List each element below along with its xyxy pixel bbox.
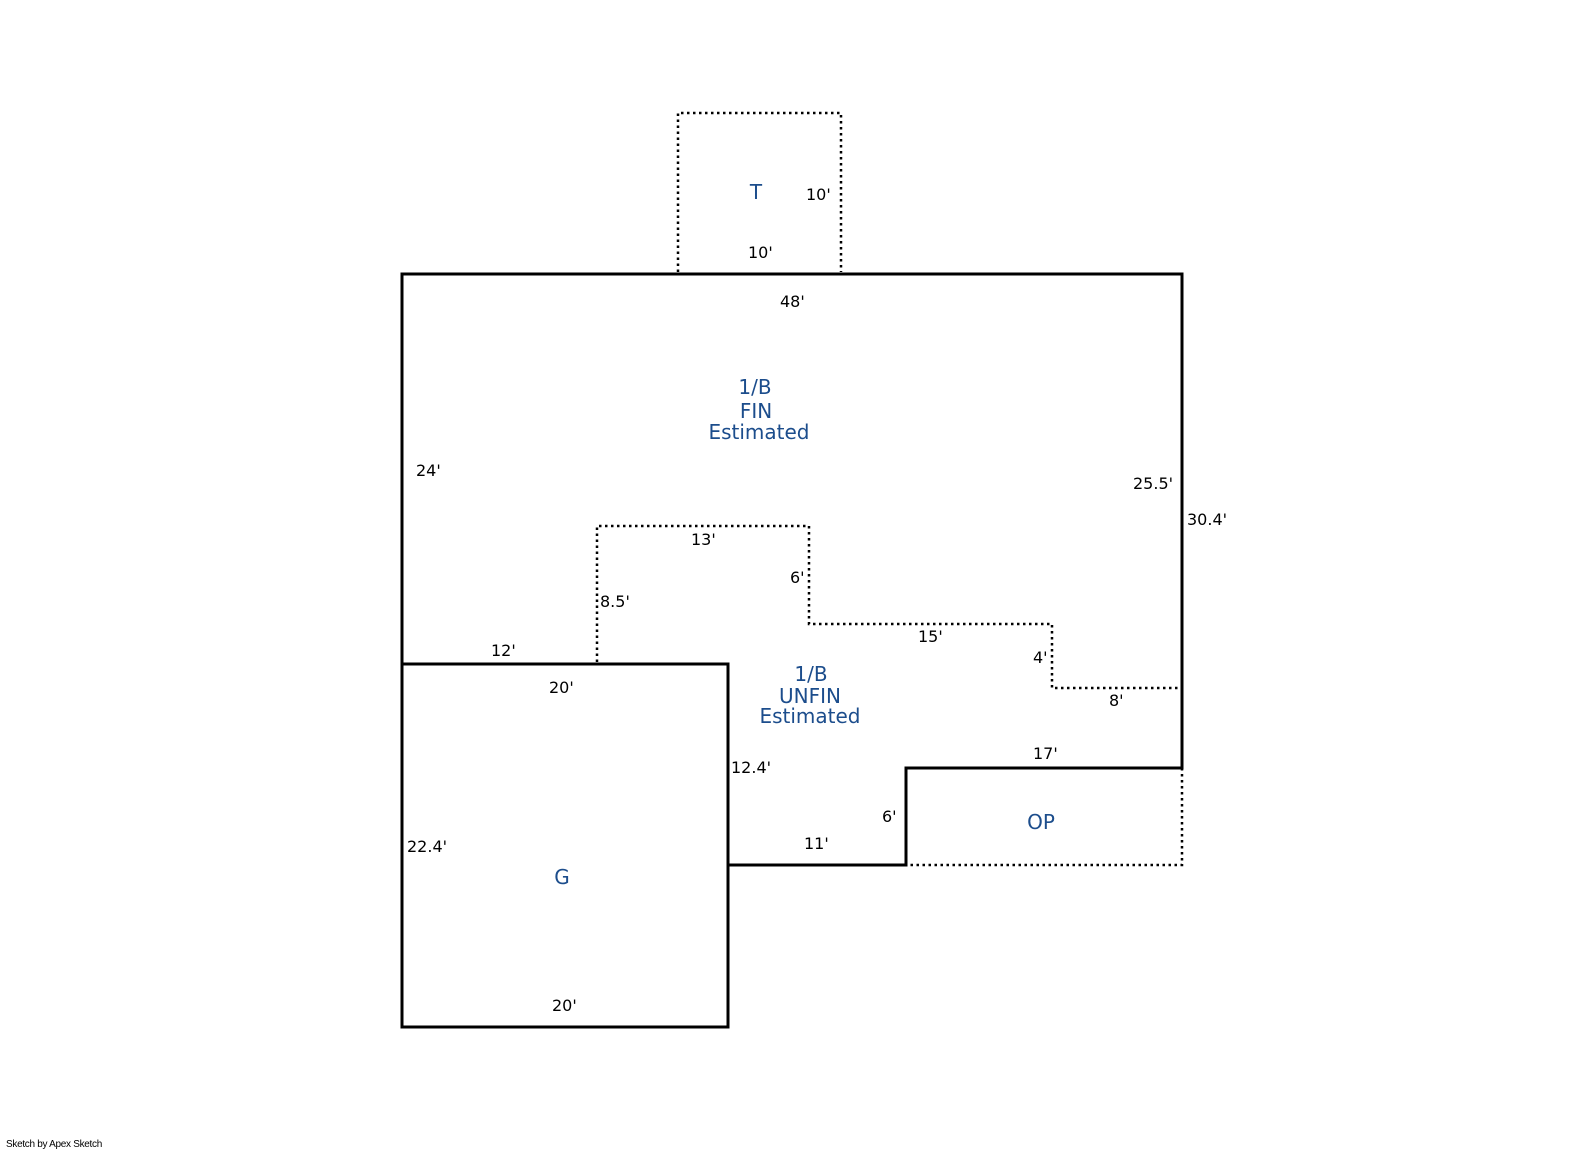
fin-label-line3: Estimated	[708, 420, 809, 444]
dim-t-bottom: 10'	[748, 243, 773, 262]
garage-outline	[400, 662, 730, 1029]
unfin-label-line1: 1/B	[794, 662, 827, 686]
garage-label: G	[554, 865, 570, 889]
porch-label: OP	[1027, 810, 1055, 834]
dim-garage-left: 22.4'	[407, 837, 447, 856]
dim-top: 48'	[780, 292, 805, 311]
porch-outline	[906, 768, 1184, 867]
terrace-outline	[676, 111, 843, 272]
dim-left-upper: 24'	[416, 461, 441, 480]
dim-inner-4: 4'	[1033, 648, 1048, 667]
unfin-label-line3: Estimated	[759, 704, 860, 728]
sketch-credit: Sketch by Apex Sketch	[6, 1139, 102, 1150]
dim-porch-left: 6'	[882, 807, 897, 826]
dim-t-right: 10'	[806, 185, 831, 204]
dim-bottom-11: 11'	[804, 834, 829, 853]
unfin-label-line2: UNFIN	[779, 684, 841, 708]
dim-garage-top: 20'	[549, 678, 574, 697]
fin-label-line2: FIN	[740, 399, 772, 423]
dim-garage-bottom: 20'	[552, 996, 577, 1015]
dim-inner-8: 8'	[1109, 691, 1124, 710]
finished-unfinished-divider	[595, 524, 1182, 690]
terrace-label: T	[749, 180, 763, 204]
dim-inner-6: 6'	[790, 568, 805, 587]
dim-left-12: 12'	[491, 641, 516, 660]
dim-inner-13: 13'	[691, 530, 716, 549]
dim-right-inner: 25.5'	[1133, 474, 1173, 493]
dim-inner-15: 15'	[918, 627, 943, 646]
dim-inner-8-5: 8.5'	[600, 592, 630, 611]
dim-garage-right: 12.4'	[731, 758, 771, 777]
dim-porch-top: 17'	[1033, 744, 1058, 763]
fin-label-line1: 1/B	[738, 375, 771, 399]
dim-right-outer: 30.4'	[1187, 510, 1227, 529]
